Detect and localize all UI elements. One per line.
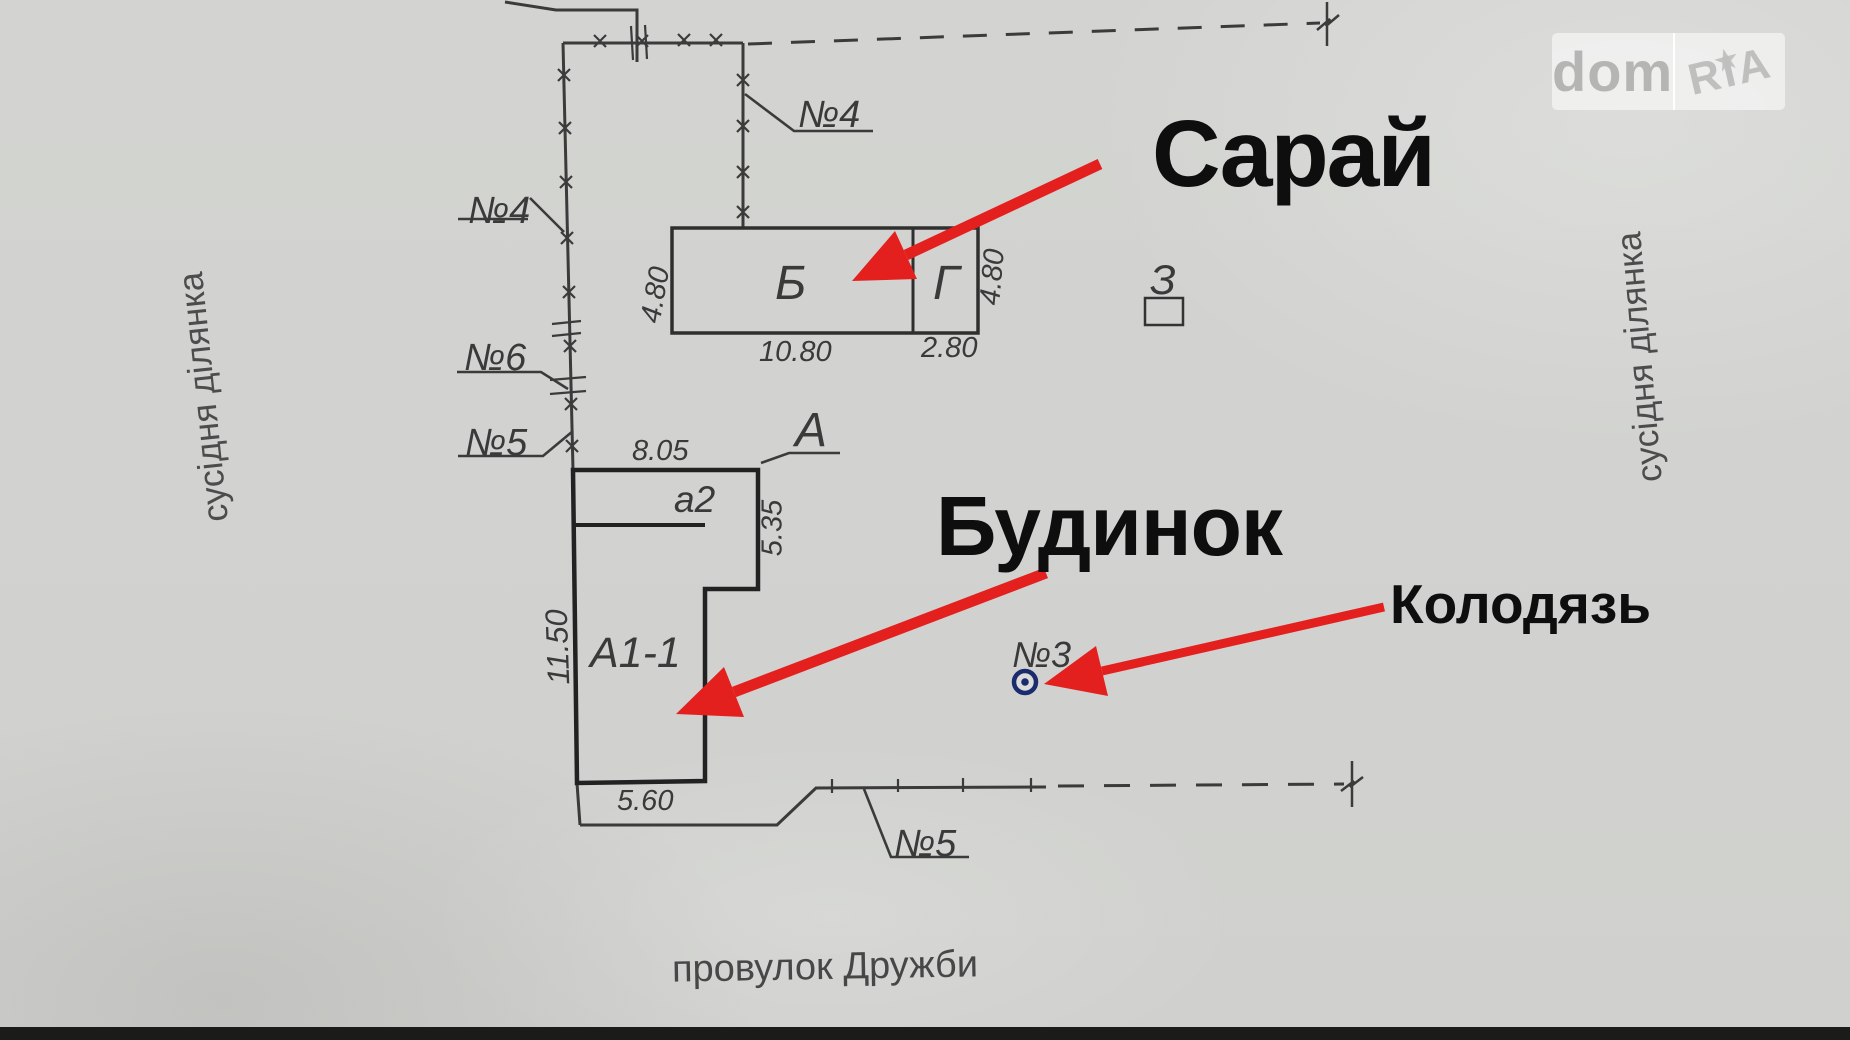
house-annex-a2-label: а2 (674, 479, 716, 520)
shed-section-g-label: Г (933, 257, 960, 310)
dim-shed-front: 10.80 (759, 336, 832, 368)
arrow-to-house (676, 567, 1048, 717)
arrow-to-well (1044, 602, 1385, 696)
plot-boundary-lines (504, 0, 1345, 827)
outbuilding-z-label: З (1150, 256, 1176, 303)
arrow-to-shed (852, 159, 1103, 281)
leader-no4-top (744, 92, 873, 133)
well-symbol (1011, 668, 1039, 696)
shed-outline (670, 226, 980, 335)
house-letter-a-label: А (795, 404, 828, 457)
watermark: dom ★ RIA (1552, 33, 1785, 110)
point-label-no6: №6 (464, 337, 527, 379)
top-end-marker (1316, 2, 1340, 46)
point-label-no3-well: №3 (1012, 634, 1072, 675)
watermark-dom-cell: dom (1552, 39, 1673, 104)
dim-house-annex-top: 8.05 (632, 435, 689, 467)
left-post-mark-upper (551, 319, 582, 338)
house-to-street-line (575, 782, 582, 826)
dim-shed-side-right: 4.80 (974, 247, 1011, 307)
point-label-no4-top: №4 (798, 94, 861, 136)
shed-callout-label: Сарай (1152, 101, 1436, 207)
leader-lines (457, 92, 969, 859)
watermark-ria-text: RIA (1683, 37, 1777, 105)
left-boundary-line (561, 42, 575, 471)
watermark-dom-text: dom (1552, 40, 1674, 103)
buildings (570, 226, 1185, 786)
outbuilding-square (1143, 296, 1185, 327)
bottom-dashed-boundary (1057, 782, 1345, 788)
top-dashed-boundary (747, 21, 1321, 46)
leader-no5-bottom (862, 788, 969, 859)
point-label-no5-bottom: №5 (894, 823, 957, 865)
shed-section-b-label: Б (775, 257, 807, 310)
bottom-end-marker (1340, 761, 1364, 807)
leader-no6 (457, 370, 569, 391)
house-callout-label: Будинок (936, 479, 1283, 573)
callout-arrows (676, 159, 1385, 717)
dim-house-side: 11.50 (538, 608, 577, 686)
street-name-label: провулок Дружби (671, 943, 979, 991)
house-outline (570, 467, 761, 786)
house-main-a11-label: А1-1 (590, 629, 681, 677)
dim-house-front: 5.60 (617, 785, 674, 817)
watermark-ria-cell: ★ RIA (1675, 38, 1785, 105)
fence-tick-marks (549, 24, 1033, 793)
top-left-leader-line (504, 0, 639, 62)
dim-house-annex-side: 5.35 (756, 499, 789, 557)
top-gate-mark (629, 24, 649, 61)
left-post-mark-no6 (549, 375, 587, 396)
watermark-divider (1673, 33, 1676, 110)
well-callout-label: Колодязь (1390, 573, 1652, 635)
leader-no4-left (458, 197, 565, 233)
point-label-no4-left: №4 (468, 190, 531, 232)
street-boundary-line (580, 785, 1047, 827)
street-tick-marks (830, 778, 1033, 793)
leader-letter-a (760, 451, 840, 465)
dim-shed-annex-front: 2.80 (921, 332, 978, 364)
point-label-no5-left: №5 (465, 422, 528, 464)
leader-no5-left (458, 430, 574, 458)
survey-end-markers (1316, 2, 1364, 807)
scan-edge-strip (0, 1027, 1850, 1040)
